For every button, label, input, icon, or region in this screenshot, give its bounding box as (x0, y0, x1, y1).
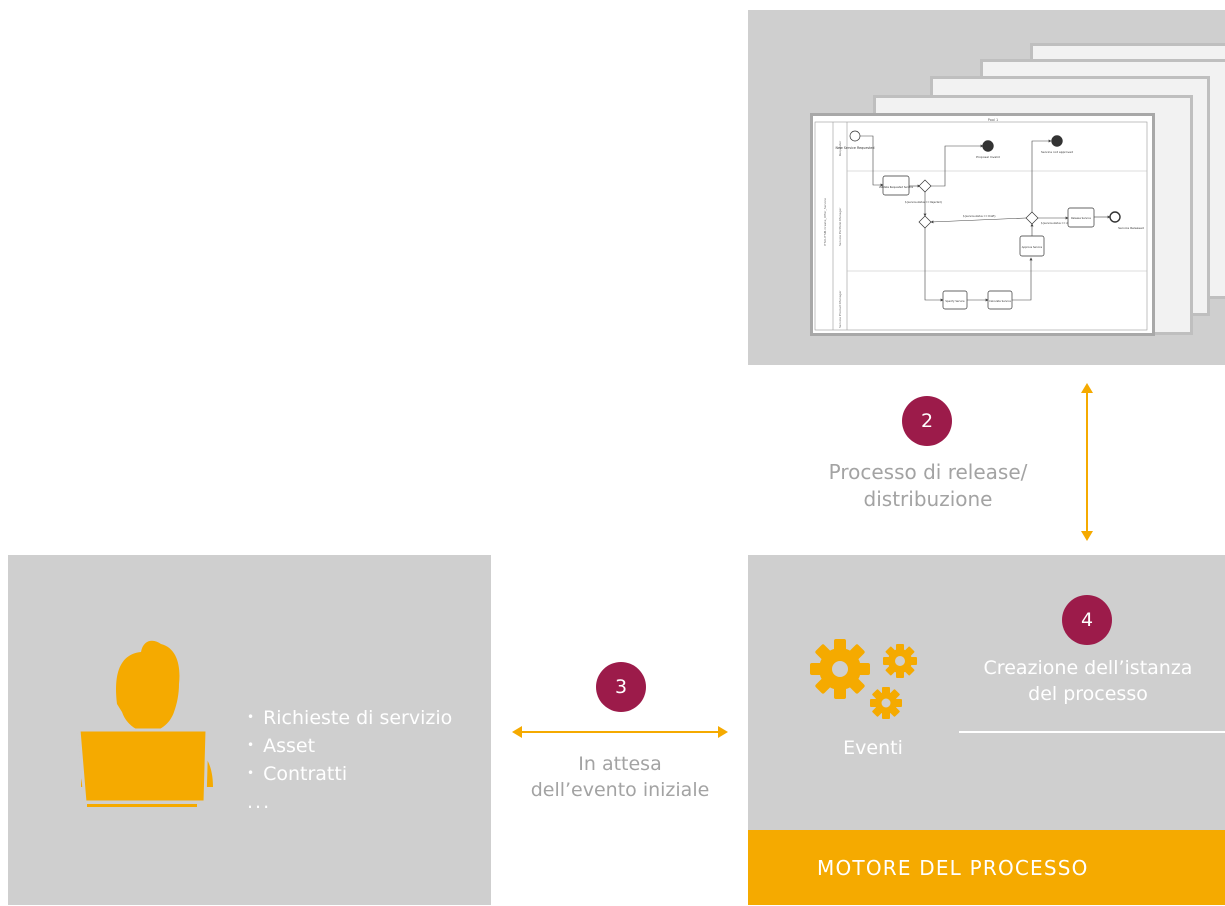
engine-footer: MOTORE DEL PROCESSO (748, 830, 1225, 905)
end-event-label: Service not approved (1041, 150, 1073, 154)
vertical-double-arrow (1081, 383, 1093, 541)
end-event-label: Proposal Invalid (976, 155, 1000, 159)
caption-line: distribuzione (863, 487, 993, 511)
list-ellipsis: ... (247, 791, 272, 813)
task-label: Calculate Service (989, 299, 1011, 303)
lane-label: Requester (838, 140, 842, 156)
step-badge-4: 4 (1062, 595, 1112, 645)
step-3-caption: In attesa dell’evento iniziale (498, 752, 742, 803)
list-item: Richieste di servizio (247, 705, 452, 733)
lane-label: Service Product Manager (838, 290, 842, 328)
end-event-label: Service Released (1118, 226, 1144, 230)
process-definitions-panel: Pool 1 ITSO-ITSM-Create_Offer_Service Re… (748, 10, 1225, 365)
lane-label: Service Portfolio Manager (838, 207, 842, 246)
gears-icon (810, 639, 917, 719)
end-event (1109, 211, 1121, 223)
start-event (849, 130, 861, 142)
task-label: Release Service (1071, 216, 1091, 220)
user-laptop-icon (77, 640, 213, 807)
step-badge-2: 2 (902, 396, 952, 446)
condition-label: ${service.status == Rejected} (905, 201, 943, 204)
start-event-label: New Service Requested (836, 146, 875, 150)
divider (959, 731, 1225, 733)
task-release (1067, 207, 1095, 228)
gateway (918, 179, 932, 193)
caption-line: dell’evento iniziale (530, 778, 710, 801)
process-engine-panel: Eventi 4 Creazione dell’istanza del proc… (748, 555, 1225, 905)
caption-line: Processo di release/ (828, 460, 1028, 484)
user-requests-panel: Richieste di servizio Asset Contratti ..… (8, 555, 491, 905)
caption-line: del processo (1028, 683, 1148, 705)
events-label: Eventi (843, 737, 903, 759)
horizontal-double-arrow (512, 726, 728, 738)
caption-line: In attesa (578, 753, 662, 775)
pool-label: ITSO-ITSM-Create_Offer_Service (823, 198, 827, 246)
caption-line: Creazione dell’istanza (983, 657, 1193, 679)
step-2-caption: Processo di release/ distribuzione (790, 459, 1066, 513)
list-item: Contratti (247, 761, 452, 789)
gateway (1025, 211, 1039, 225)
list-item: Asset (247, 733, 452, 761)
condition-label: ${service.status == Draft} (963, 215, 996, 218)
task-label: Approve Service (1022, 245, 1043, 249)
task-label: Specify Service (945, 299, 965, 303)
bpmn-diagram: Pool 1 ITSO-ITSM-Create_Offer_Service Re… (810, 113, 1155, 336)
end-event (1051, 135, 1063, 147)
step-4-caption: Creazione dell’istanza del processo (958, 655, 1218, 707)
pool-title: Pool 1 (988, 118, 999, 122)
end-event (982, 140, 994, 152)
gateway (918, 215, 932, 229)
task-label: Validate Requested Service (879, 185, 914, 189)
engine-title: MOTORE DEL PROCESSO (817, 855, 1089, 880)
step-badge-3: 3 (596, 662, 646, 712)
condition-label: ${service.status == Approved} (1041, 222, 1080, 225)
request-types-list: Richieste di servizio Asset Contratti ..… (247, 705, 452, 817)
task-validate (882, 175, 910, 196)
